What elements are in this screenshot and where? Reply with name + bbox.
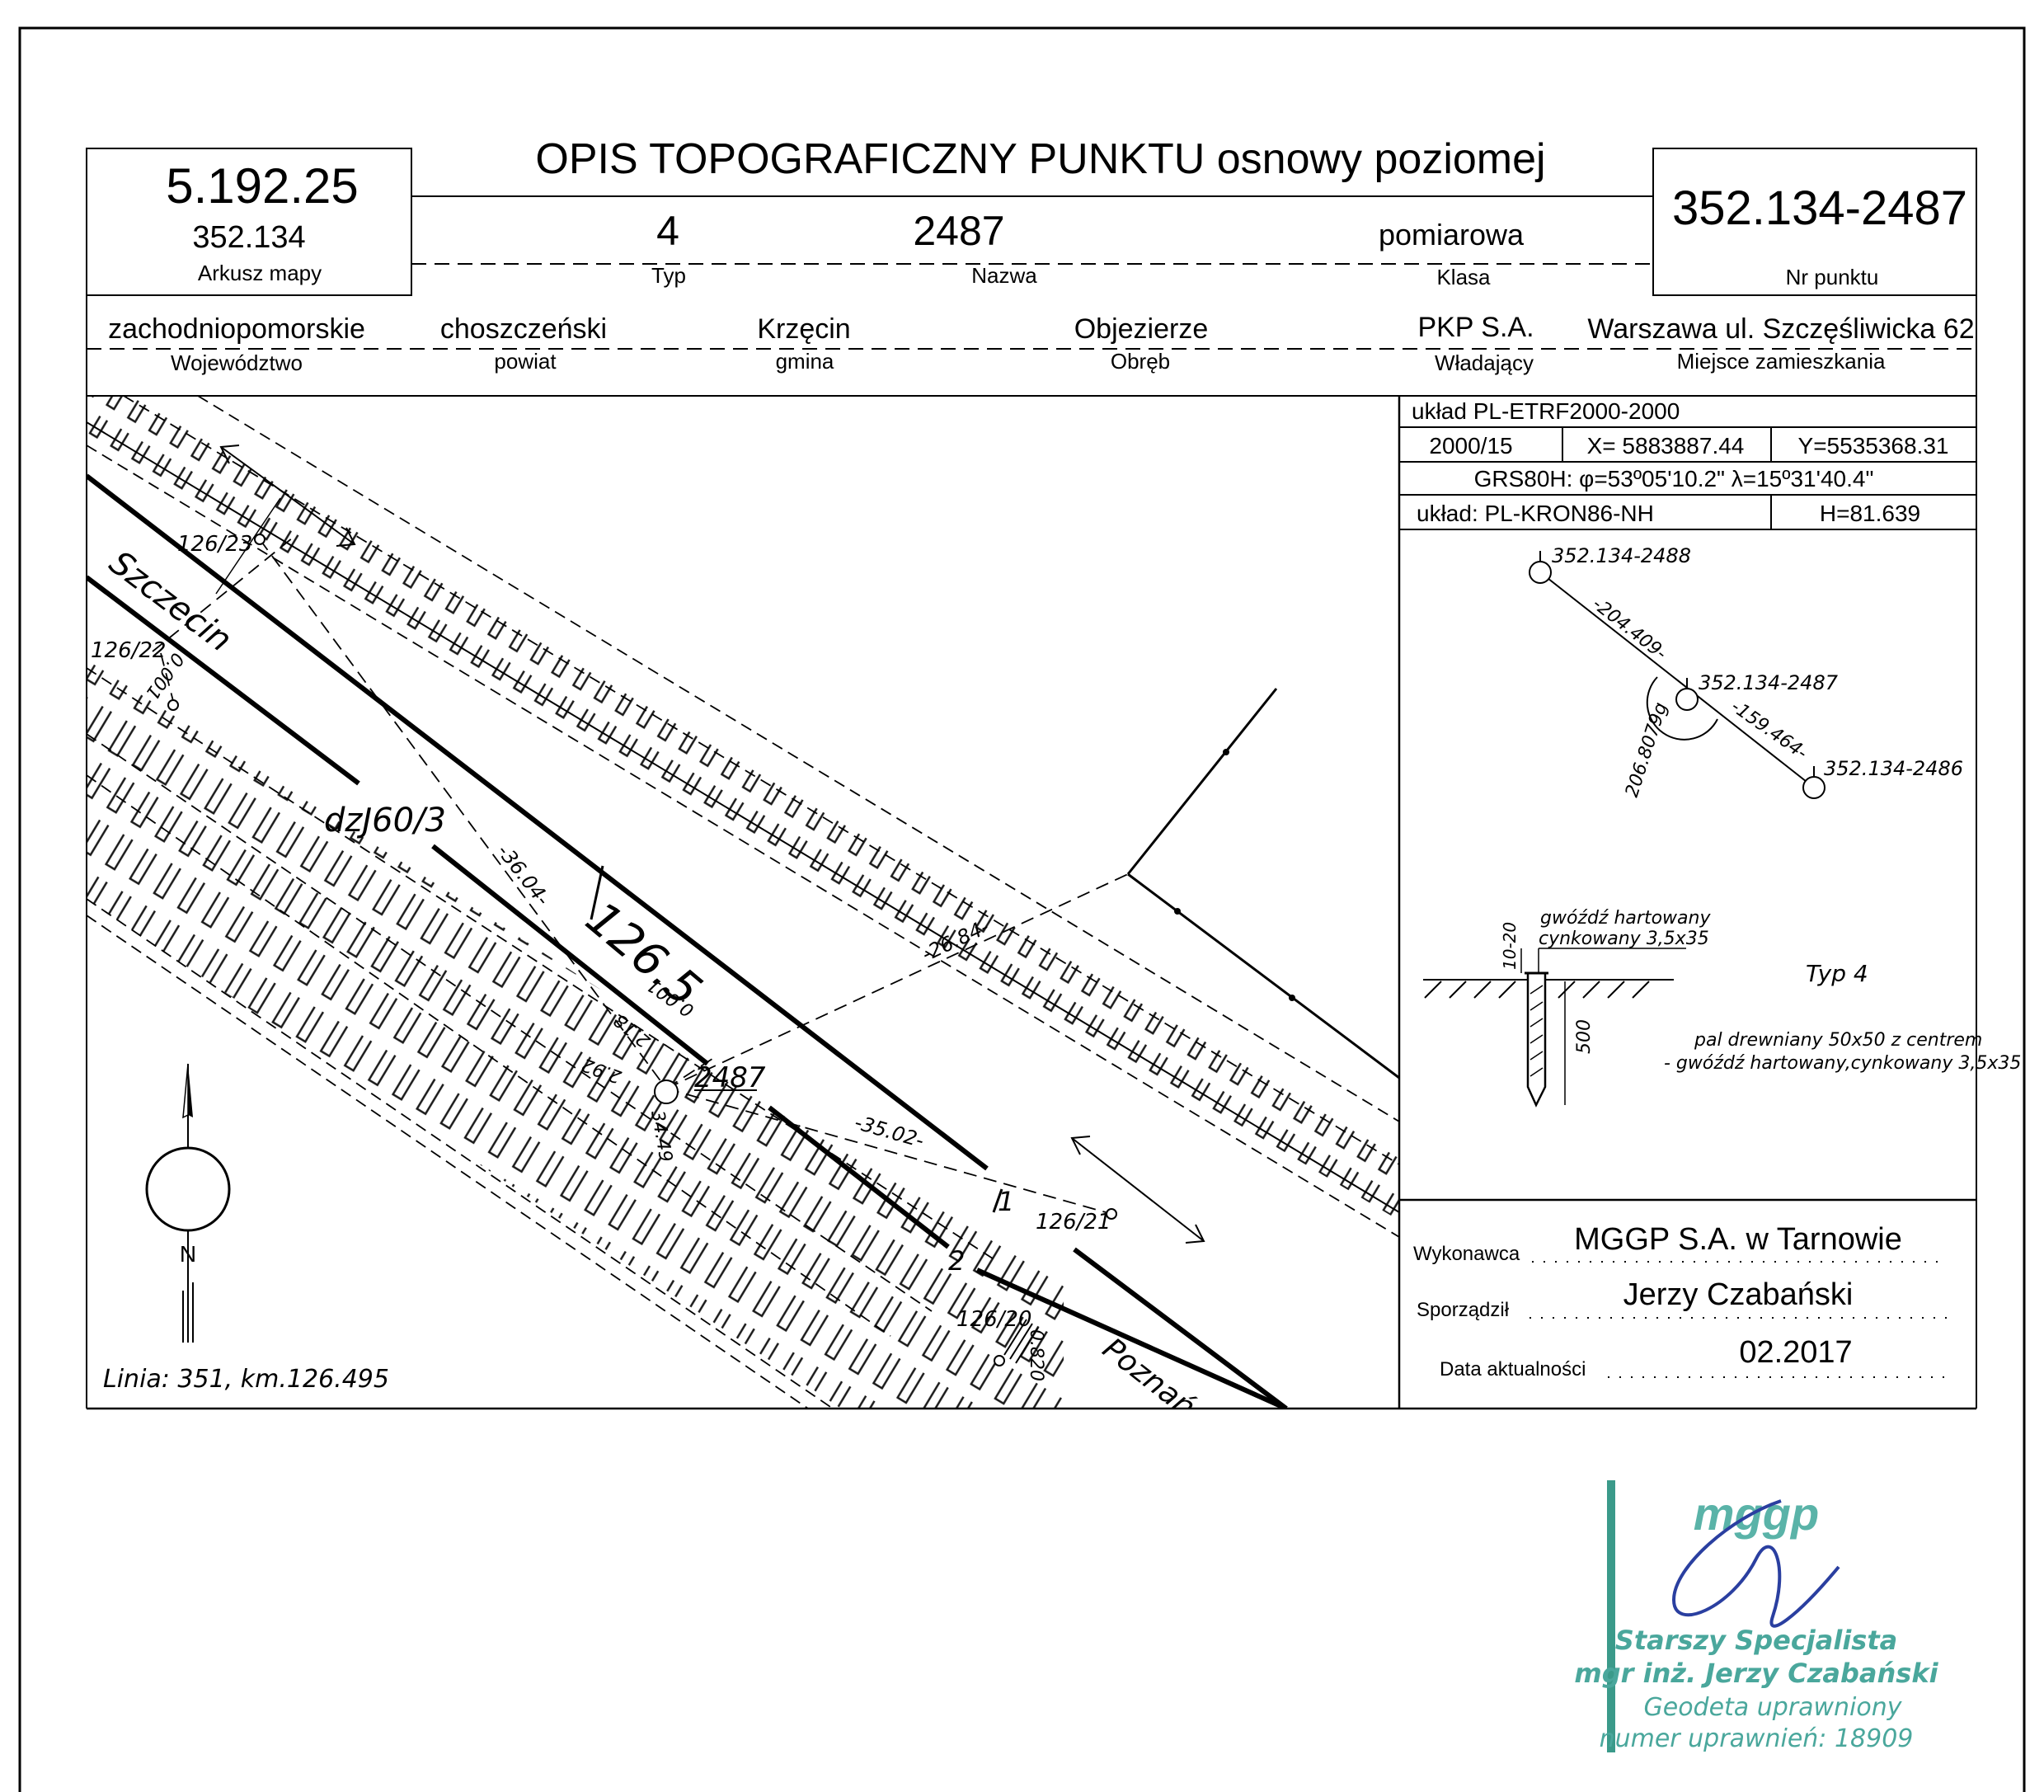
- owner-value: PKP S.A.: [1417, 312, 1534, 343]
- pole-label-126-22: 126/22: [91, 638, 166, 663]
- voivodeship-value: zachodniopomorskie: [108, 313, 365, 345]
- nail-label-2: cynkowany 3,5x35: [1539, 929, 1709, 949]
- stamp-line-3: Geodeta uprawniony: [1643, 1693, 1902, 1722]
- stamp-line-1: Starszy Specjalista: [1615, 1625, 1897, 1656]
- pt-next-label: 352.134-2486: [1824, 757, 1963, 780]
- north-arrow: N: [145, 1063, 231, 1343]
- height-value: H=81.639: [1820, 501, 1920, 526]
- class-value: pomiarowa: [1379, 218, 1525, 252]
- coord-y: Y=5535368.31: [1798, 433, 1949, 459]
- contractor-value: MGGP S.A. w Tarnowie: [1574, 1222, 1902, 1257]
- location-map: Linia: 351, km.126.495 126.5 dzJ60/3 Szc…: [87, 396, 1399, 1409]
- height-system: układ: PL-KRON86-NH: [1417, 501, 1654, 526]
- pt-prev-label: 352.134-2488: [1552, 544, 1691, 567]
- class-label: Klasa: [1436, 265, 1491, 289]
- dim-35-02: -35.02-: [852, 1111, 926, 1153]
- signature: [1671, 1499, 1840, 1628]
- point-marker-2488: [1529, 561, 1552, 584]
- stamp-logo: mggp: [1694, 1488, 1819, 1540]
- track-2-line: [87, 575, 360, 786]
- pole-label-126-23: 126/23: [177, 532, 252, 557]
- point-marker-2487: [1675, 688, 1699, 711]
- author-value: Jerzy Czabański: [1623, 1277, 1854, 1312]
- north-label: N: [180, 1241, 196, 1267]
- commune-label: gmina: [776, 349, 834, 374]
- page-border: [18, 26, 2026, 1792]
- commune-value: Krzęcin: [757, 313, 850, 345]
- date-label: Data aktualności: [1440, 1358, 1586, 1380]
- type-value: 4: [656, 208, 679, 254]
- map-sheet-label: Arkusz mapy: [198, 261, 322, 285]
- switch-label: dzJ60/3: [324, 802, 446, 840]
- pole-label-126-21: 126/21: [1036, 1210, 1111, 1235]
- depth-top-label: 10-20: [1500, 922, 1520, 970]
- pole-label-126-20: 126/20: [956, 1307, 1031, 1332]
- name-value: 2487: [913, 208, 1004, 254]
- map-sheet-code: 5.192.25: [166, 158, 359, 214]
- coord-x: X= 5883887.44: [1587, 433, 1745, 459]
- mark-detail: gwóźdź hartowany cynkowany 3,5x35 10-20 …: [1423, 908, 2021, 1108]
- date-value: 02.2017: [1739, 1335, 1852, 1370]
- point-marker-2486: [1802, 776, 1826, 799]
- mark-type-label: Typ 4: [1806, 960, 1868, 987]
- sheet-title: OPIS TOPOGRAFICZNY PUNKTU osnowy poziome…: [535, 135, 1545, 183]
- residence-label: Miejsce zamieszkania: [1677, 349, 1886, 374]
- surveyor-stamp: mggp Starszy Specjalista mgr inż. Jerzy …: [1574, 1480, 1939, 1753]
- county-value: choszczeński: [440, 313, 607, 345]
- coord-zone: 2000/15: [1429, 433, 1512, 459]
- coord-grs: GRS80H: φ=53º05'10.2" λ=15º31'40.4": [1474, 466, 1874, 492]
- nail-label-1: gwóźdź hartowany: [1540, 908, 1711, 929]
- point-number-label: Nr punktu: [1786, 265, 1879, 289]
- survey-point-marker: [654, 1079, 679, 1104]
- type-label: Typ: [651, 263, 686, 288]
- pt-this-label: 352.134-2487: [1699, 671, 1839, 694]
- owner-label: Władający: [1435, 350, 1534, 375]
- coord-system: układ PL-ETRF2000-2000: [1412, 398, 1680, 424]
- network-sketch: 352.134-2488 352.134-2487 352.134-2486 -…: [1529, 544, 1963, 800]
- line-caption: Linia: 351, km.126.495: [103, 1365, 389, 1394]
- precinct-label: Obręb: [1111, 349, 1170, 374]
- coordinate-table: układ PL-ETRF2000-2000 2000/15 X= 588388…: [1399, 398, 1976, 530]
- dim-0-820: 0.820: [1026, 1329, 1046, 1381]
- residence-value: Warszawa ul. Szczęśliwicka 62: [1587, 313, 1974, 345]
- stamp-line-4: numer uprawnień: 18909: [1600, 1724, 1914, 1753]
- author-label: Sporządził: [1417, 1299, 1510, 1321]
- depth-label: 500: [1574, 1019, 1595, 1054]
- name-label: Nazwa: [971, 263, 1037, 288]
- stamp-line-2: mgr inż. Jerzy Czabański: [1574, 1658, 1938, 1689]
- header: OPIS TOPOGRAFICZNY PUNKTU osnowy poziome…: [86, 135, 1977, 296]
- authors-block: Wykonawca MGGP S.A. w Tarnowie Sporządzi…: [1399, 1198, 1976, 1380]
- contractor-label: Wykonawca: [1413, 1243, 1520, 1265]
- mark-desc-1: pal drewniany 50x50 z centrem: [1694, 1030, 1982, 1051]
- track-1-label: 1: [998, 1186, 1014, 1217]
- point-number: 352.134-2487: [1672, 181, 1967, 235]
- map-sheet-number: 352.134: [192, 220, 305, 255]
- voivodeship-label: Województwo: [171, 350, 303, 375]
- track-2-label: 2: [948, 1245, 965, 1277]
- precinct-value: Objezierze: [1074, 313, 1209, 345]
- dist-1-label: -204.409-: [1588, 594, 1670, 665]
- county-label: powiat: [494, 349, 557, 374]
- track-1-line: [87, 473, 989, 1171]
- angle-label: 206.8079g: [1622, 700, 1672, 800]
- point-name-label: 2487: [694, 1061, 766, 1094]
- mark-desc-2: - gwóźdź hartowany,cynkowany 3,5x35: [1664, 1053, 2021, 1074]
